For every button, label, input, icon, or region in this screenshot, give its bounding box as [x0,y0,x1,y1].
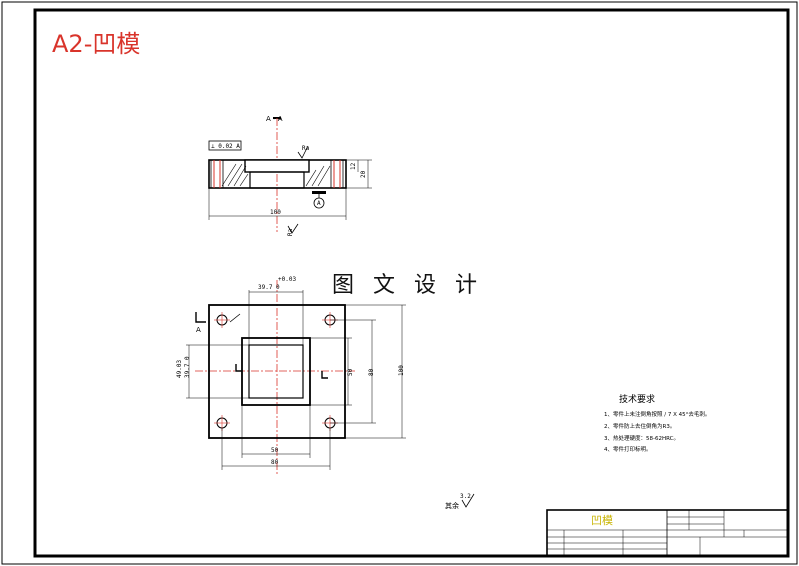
tolerance-frame [208,140,242,151]
watermark: 图 文 设 计 [332,273,483,298]
notes-item-3: 3、热处理硬度：58-62HRC。 [604,434,679,442]
notes-item-1: 1、零件上未注倒角按照 / 7 X 45°去毛刺。 [604,410,710,418]
general-roughness: 其余 3.2 [445,493,475,510]
technical-notes: 技术要求 1、零件上未注倒角按照 / 7 X 45°去毛刺。 2、零件防上去住倒… [604,393,710,453]
datum-circle [313,197,325,209]
svg-text:⊥ 0.02 A: ⊥ 0.02 A [211,143,240,150]
section-view: A - A ⊥ 0.02 A [208,115,372,236]
svg-text:Ra: Ra [287,228,294,236]
svg-text:20: 20 [360,170,367,178]
drawing-title: A2-凹模 [52,30,140,58]
drawing-frame [33,8,790,558]
surface-roughness-mark: Ra [297,145,310,159]
notes-item-2: 2、零件防上去住倒角为R3。 [604,422,675,430]
plate-outline [208,304,346,439]
svg-text:3.2: 3.2 [460,493,471,500]
svg-text:50: 50 [347,368,354,376]
svg-text:+0.03: +0.03 [278,276,296,283]
svg-text:39.7 0: 39.7 0 [184,356,191,378]
svg-text:100: 100 [270,209,281,216]
svg-text:12: 12 [350,162,357,170]
svg-text:50: 50 [271,447,279,454]
svg-text:A: A [317,200,321,207]
svg-text:80: 80 [271,459,279,466]
svg-text:100: 100 [398,365,405,376]
svg-text:49.03: 49.03 [176,360,183,378]
title-block [546,509,789,557]
svg-text:A: A [196,326,201,334]
part-name: 凹模 [591,514,613,527]
bolt-holes [216,314,336,429]
notes-item-4: 4、零件打印标明。 [604,445,652,453]
svg-text:80: 80 [368,368,375,376]
notes-heading: 技术要求 [619,393,655,405]
svg-text:其余: 其余 [445,501,459,510]
svg-text:39.7 0: 39.7 0 [258,284,280,291]
plan-view: A +0.03 39.7 0 49.03 39.7 0 50 80 50 80 [176,276,406,474]
svg-text:Ra: Ra [302,145,310,152]
